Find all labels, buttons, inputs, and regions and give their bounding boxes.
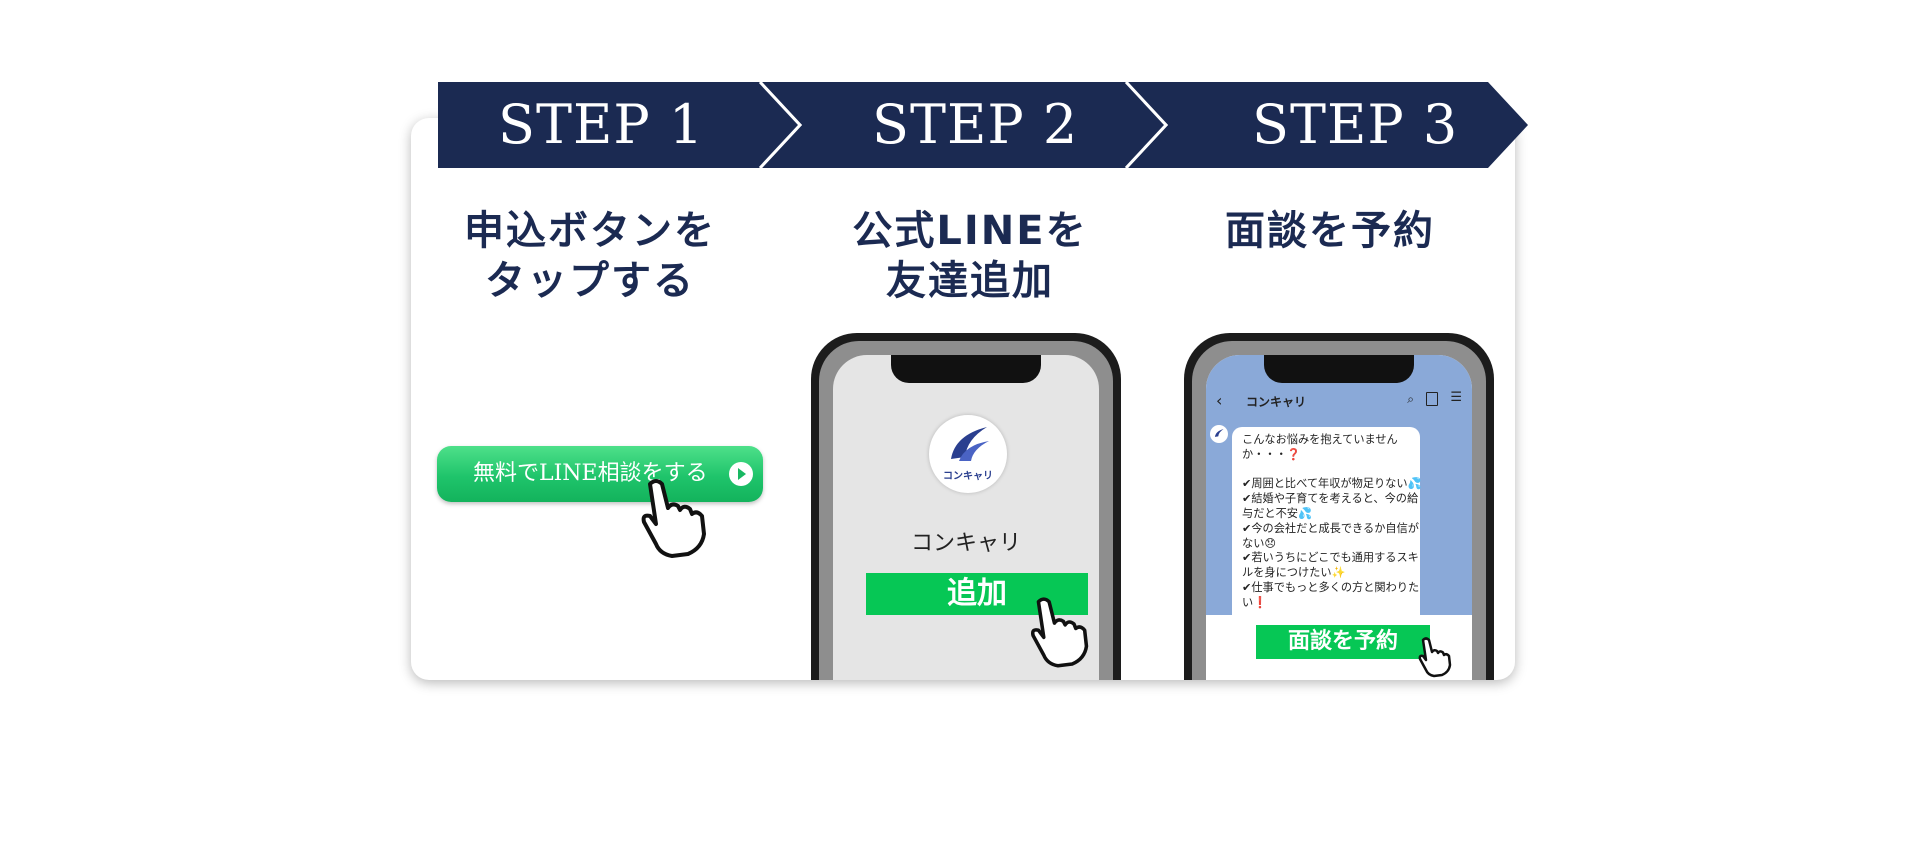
step-2-heading: 公式LINEを 友達追加 bbox=[820, 206, 1120, 306]
chat-title: コンキャリ bbox=[1246, 395, 1307, 409]
step-2-heading-line2: 友達追加 bbox=[886, 258, 1054, 304]
step-1-chevron bbox=[438, 82, 800, 168]
step-1-heading-line2: タップする bbox=[485, 258, 695, 304]
step-3-heading: 面談を予約 bbox=[1180, 206, 1480, 256]
logo-text: コンキャリ bbox=[943, 471, 993, 482]
step-3-label: STEP 3 bbox=[1252, 93, 1459, 156]
chat-line: ✔今の会社だと成長できるか自信が bbox=[1242, 521, 1419, 535]
chat-line: ✔周囲と比べて年収が物足りない💦 bbox=[1242, 477, 1422, 491]
chat-line: ✔若いうちにどこでも通用するスキ bbox=[1242, 551, 1419, 565]
line-consult-button-label: 無料でLINE相談をする bbox=[473, 461, 708, 486]
tap-hand-icon bbox=[641, 479, 706, 558]
notes-icon[interactable] bbox=[1426, 392, 1438, 406]
chat-line: ルを身につけたい✨ bbox=[1242, 566, 1346, 580]
menu-icon[interactable]: ☰ bbox=[1450, 390, 1462, 405]
step-1-heading: 申込ボタンを タップする bbox=[440, 206, 740, 306]
step-2-label: STEP 2 bbox=[872, 93, 1079, 156]
back-chevron-icon[interactable]: ‹ bbox=[1216, 391, 1223, 410]
step-2-heading-line1: 公式LINEを bbox=[852, 208, 1088, 254]
avatar bbox=[1210, 425, 1228, 443]
chat-line: ない😞 bbox=[1242, 536, 1277, 550]
line-consult-button[interactable]: 無料でLINE相談をする bbox=[437, 446, 763, 502]
step-3-chevron bbox=[1128, 82, 1528, 168]
step-1-label: STEP 1 bbox=[498, 93, 705, 156]
step-banner: STEP 1 STEP 2 STEP 3 bbox=[438, 82, 1528, 168]
account-name: コンキャリ bbox=[910, 531, 1021, 556]
chat-line: ✔結婚や子育てを考えると、今の給 bbox=[1242, 492, 1419, 506]
reserve-interview-button[interactable]: 面談を予約 bbox=[1256, 625, 1430, 659]
play-arrow-icon bbox=[729, 462, 753, 486]
chat-line: 与だと不安💦 bbox=[1242, 506, 1312, 520]
step-3-phone: ‹ コンキャリ ⌕ ☰ こんなお悩みを抱えていません か・・・❓ ✔周囲と比べて… bbox=[1184, 333, 1494, 680]
konkyari-logo: コンキャリ bbox=[929, 415, 1007, 493]
chat-header: ‹ コンキャリ ⌕ ☰ bbox=[1206, 387, 1472, 417]
chat-line bbox=[1242, 463, 1420, 478]
chat-line: か・・・❓ bbox=[1242, 447, 1301, 461]
tap-hand-icon bbox=[1418, 637, 1452, 678]
search-icon[interactable]: ⌕ bbox=[1407, 392, 1414, 406]
tap-hand-icon bbox=[1031, 597, 1089, 668]
chat-line: ✔仕事でもっと多くの方と関わりた bbox=[1242, 580, 1420, 594]
phone-notch bbox=[891, 355, 1041, 383]
step-2-chevron bbox=[762, 82, 1166, 168]
chat-line: こんなお悩みを抱えていません bbox=[1242, 433, 1398, 446]
step-1-heading-line1: 申込ボタンを bbox=[464, 208, 716, 254]
step-3-heading-line1: 面談を予約 bbox=[1225, 208, 1435, 254]
phone-notch bbox=[1264, 355, 1414, 383]
chat-bubble: こんなお悩みを抱えていません か・・・❓ ✔周囲と比べて年収が物足りない💦 ✔結… bbox=[1232, 427, 1422, 627]
chat-line: い❗ bbox=[1242, 595, 1268, 609]
